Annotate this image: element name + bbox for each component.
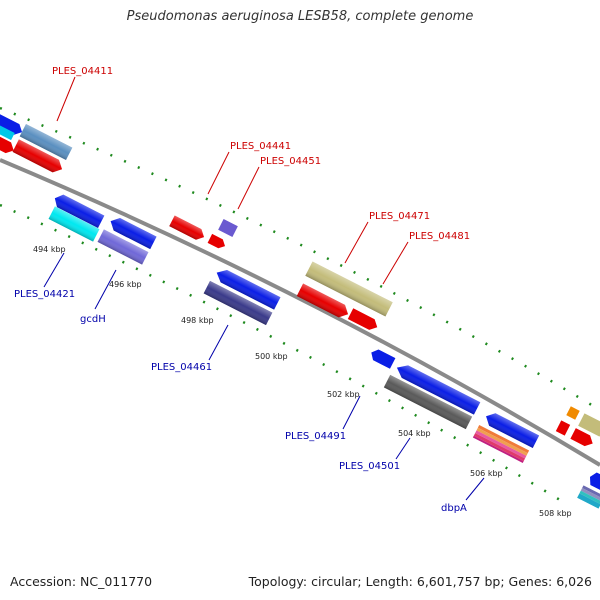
gene-red-right[interactable] <box>570 428 595 449</box>
tick-label-504: 504 kbp <box>398 429 431 438</box>
tick-label-502: 502 kbp <box>327 390 360 399</box>
label-PLES_04501[interactable]: PLES_04501 <box>339 437 411 472</box>
tick-label-496: 496 kbp <box>109 280 142 289</box>
gene-block-red-left-small[interactable] <box>0 135 16 156</box>
tick-label-508: 508 kbp <box>539 509 572 518</box>
gene-PLES_04461-block[interactable] <box>203 280 273 326</box>
gene-red-right-small[interactable] <box>555 420 571 436</box>
label-PLES_04501-text: PLES_04501 <box>339 461 400 472</box>
gene-PLES_04421-block[interactable] <box>48 206 100 242</box>
label-PLES_04441-text: PLES_04441 <box>230 141 291 152</box>
label-PLES_04421[interactable]: PLES_04421 <box>14 252 75 300</box>
gene-dbpA-block[interactable] <box>577 485 600 509</box>
gene-purple-small-block[interactable] <box>218 219 238 237</box>
gene-PLES_04471-block[interactable] <box>305 261 393 317</box>
gene-PLES_04411-block[interactable] <box>19 123 73 161</box>
genome-backbone <box>0 158 600 467</box>
gene-block-red-left[interactable] <box>12 139 66 175</box>
label-dbpA-text: dbpA <box>441 503 467 514</box>
gene-red-small-block[interactable] <box>347 308 380 332</box>
label-PLES_04491[interactable]: PLES_04491 <box>285 395 361 442</box>
gene-PLES_04491-block[interactable] <box>383 374 473 430</box>
label-PLES_04481[interactable]: PLES_04481 <box>382 231 470 285</box>
label-PLES_04471-text: PLES_04471 <box>369 211 430 222</box>
tick-label-506: 506 kbp <box>470 469 503 478</box>
gene-PLES_04501-block[interactable] <box>472 425 530 463</box>
gene-blue-502-small-block[interactable] <box>369 347 396 369</box>
gene-blue-496-block[interactable] <box>107 215 157 250</box>
gene-PLES_04441-block[interactable] <box>169 215 207 242</box>
label-PLES_04411[interactable]: PLES_04411 <box>52 66 113 122</box>
tick-label-500: 500 kbp <box>255 352 288 361</box>
label-PLES_04411-text: PLES_04411 <box>52 66 113 77</box>
genome-stats-text: Topology: circular; Length: 6,601,757 bp… <box>248 574 592 589</box>
label-PLES_04441[interactable]: PLES_04441 <box>207 141 291 195</box>
label-PLES_04451-text: PLES_04451 <box>260 156 321 167</box>
label-dbpA[interactable]: dbpA <box>441 477 485 514</box>
tick-label-498: 498 kbp <box>181 316 214 325</box>
tick-label-494: 494 kbp <box>33 245 66 254</box>
gene-blue-508-block[interactable] <box>587 471 600 491</box>
accession-text: Accession: NC_011770 <box>10 574 153 589</box>
label-gcdH[interactable]: gcdH <box>80 269 117 325</box>
gene-block-cyan-left[interactable] <box>0 123 15 141</box>
label-PLES_04491-text: PLES_04491 <box>285 431 346 442</box>
label-PLES_04421-text: PLES_04421 <box>14 289 75 300</box>
gene-blue-494-block[interactable] <box>52 192 105 229</box>
label-PLES_04461-text: PLES_04461 <box>151 362 212 373</box>
gene-block-blue-left-top[interactable] <box>0 111 25 137</box>
inner-dotted-ring <box>0 203 561 502</box>
outer-dotted-ring <box>0 106 600 412</box>
gene-blue-498-block[interactable] <box>214 266 281 310</box>
gene-PLES_04481-block[interactable] <box>296 283 351 321</box>
map-title: Pseudomonas aeruginosa LESB58, complete … <box>126 9 474 24</box>
gene-olive-right-block[interactable] <box>578 413 600 437</box>
gene-gcdH-block[interactable] <box>97 229 149 265</box>
label-gcdH-text: gcdH <box>80 314 106 325</box>
label-PLES_04481-text: PLES_04481 <box>409 231 470 242</box>
gene-PLES_04451-block[interactable] <box>207 233 228 251</box>
gene-orange-block[interactable] <box>566 406 580 420</box>
label-PLES_04451[interactable]: PLES_04451 <box>237 156 321 210</box>
gene-blue-502-block[interactable] <box>394 361 481 415</box>
gene-blue-504-block[interactable] <box>483 410 540 448</box>
label-PLES_04461[interactable]: PLES_04461 <box>151 324 229 373</box>
label-PLES_04471[interactable]: PLES_04471 <box>344 211 430 264</box>
